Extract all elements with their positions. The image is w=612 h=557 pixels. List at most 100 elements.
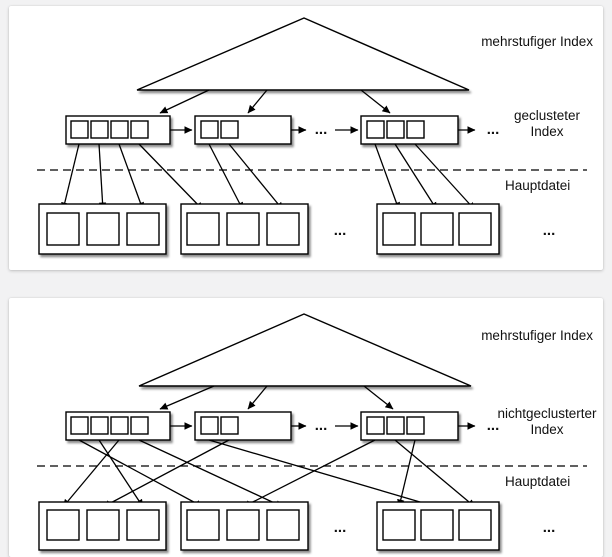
main-file-label: Hauptdatei — [505, 474, 570, 489]
index-cell — [366, 120, 385, 139]
pointer-arrow — [242, 439, 376, 508]
index-cell — [200, 120, 219, 139]
record-cell — [266, 509, 300, 541]
index-cell — [130, 416, 149, 435]
main-file-label: Hauptdatei — [505, 178, 570, 193]
pointer-arrow — [102, 439, 230, 508]
index-block — [360, 411, 459, 441]
index-cell — [200, 416, 219, 435]
main-file-block — [376, 203, 500, 255]
pointer-arrow — [228, 143, 284, 211]
ellipsis: ... — [543, 519, 556, 536]
index-type-label-line1: nichtgeclusterter — [497, 406, 597, 421]
main-file-block — [180, 501, 309, 551]
index-cell — [70, 120, 89, 139]
index-cell — [90, 416, 109, 435]
arrow — [363, 385, 394, 410]
main-file-block — [376, 501, 500, 551]
index-cell — [220, 120, 239, 139]
index-cell — [110, 120, 129, 139]
pointer-arrow — [394, 143, 438, 211]
record-cell — [458, 212, 492, 246]
index-cell — [386, 416, 405, 435]
arrow — [360, 89, 391, 114]
multilevel-index-label: mehrstufiger Index — [481, 34, 593, 49]
pointer-arrow — [61, 143, 80, 211]
record-cell — [86, 509, 120, 541]
pointer-arrow — [118, 143, 144, 211]
ellipsis: ... — [315, 121, 328, 138]
record-cell — [420, 509, 454, 541]
index-cell — [70, 416, 89, 435]
index-block-row: ... ... — [65, 411, 500, 441]
pointer-arrow — [397, 439, 416, 508]
index-cell — [406, 416, 425, 435]
main-file-row: ... ... — [38, 203, 556, 255]
ellipsis: ... — [315, 417, 328, 434]
multilevel-index-triangle — [138, 313, 472, 387]
record-cell — [46, 509, 80, 541]
pointer-arrow — [138, 143, 204, 211]
record-cell — [126, 212, 160, 246]
pointer-arrow — [208, 143, 244, 211]
ellipsis: ... — [543, 222, 556, 239]
pointer-arrow — [98, 143, 107, 211]
index-to-record-arrows — [61, 143, 476, 211]
index-type-label-line1: geclusteter — [514, 108, 581, 123]
main-file-block — [180, 203, 309, 255]
pointer-arrow — [374, 143, 400, 211]
pointer-arrow — [394, 439, 476, 508]
triangle-to-index-arrows — [159, 385, 394, 410]
index-cell — [130, 120, 149, 139]
arrow — [247, 385, 268, 410]
pointer-arrow — [208, 439, 438, 509]
index-block — [65, 115, 171, 145]
index-cell — [406, 120, 425, 139]
pointer-arrow — [62, 439, 120, 508]
record-cell — [226, 509, 260, 541]
record-cell — [226, 212, 260, 246]
ellipsis: ... — [334, 222, 347, 239]
index-type-label-line2: Index — [530, 422, 563, 437]
main-file-row: ... ... — [38, 501, 556, 551]
nonclustered-index-diagram: ... ... — [37, 313, 597, 551]
record-cell — [266, 212, 300, 246]
ellipsis: ... — [487, 121, 500, 138]
index-block — [65, 411, 171, 441]
clustered-index-diagram: ... ... — [37, 17, 593, 255]
triangle-to-index-arrows — [159, 89, 391, 114]
index-cell — [90, 120, 109, 139]
ellipsis: ... — [487, 417, 500, 434]
record-cell — [420, 212, 454, 246]
ellipsis: ... — [334, 519, 347, 536]
index-block-row: ... ... — [65, 115, 500, 145]
record-cell — [186, 509, 220, 541]
index-block — [194, 115, 292, 145]
arrow — [159, 89, 210, 114]
index-cell — [386, 120, 405, 139]
pointer-arrow — [78, 439, 204, 508]
clustered-index-panel: ... ... — [9, 6, 603, 270]
record-cell — [382, 212, 416, 246]
record-cell — [86, 212, 120, 246]
arrow — [159, 385, 215, 410]
index-block — [194, 411, 292, 441]
nonclustered-index-panel: ... ... — [9, 298, 603, 557]
main-file-block — [38, 203, 167, 255]
record-cell — [126, 509, 160, 541]
multilevel-index-triangle — [136, 17, 470, 91]
pointer-arrow — [138, 439, 284, 508]
record-cell — [186, 212, 220, 246]
index-cell — [366, 416, 385, 435]
index-cell — [220, 416, 239, 435]
pointer-arrow — [414, 143, 476, 211]
index-block — [360, 115, 459, 145]
record-cell — [458, 509, 492, 541]
index-type-label-line2: Index — [530, 124, 563, 139]
pointer-arrow — [98, 439, 144, 508]
multilevel-index-label: mehrstufiger Index — [481, 328, 593, 343]
index-cell — [110, 416, 129, 435]
arrow — [247, 89, 268, 114]
record-cell — [46, 212, 80, 246]
index-to-record-arrows — [62, 439, 476, 509]
